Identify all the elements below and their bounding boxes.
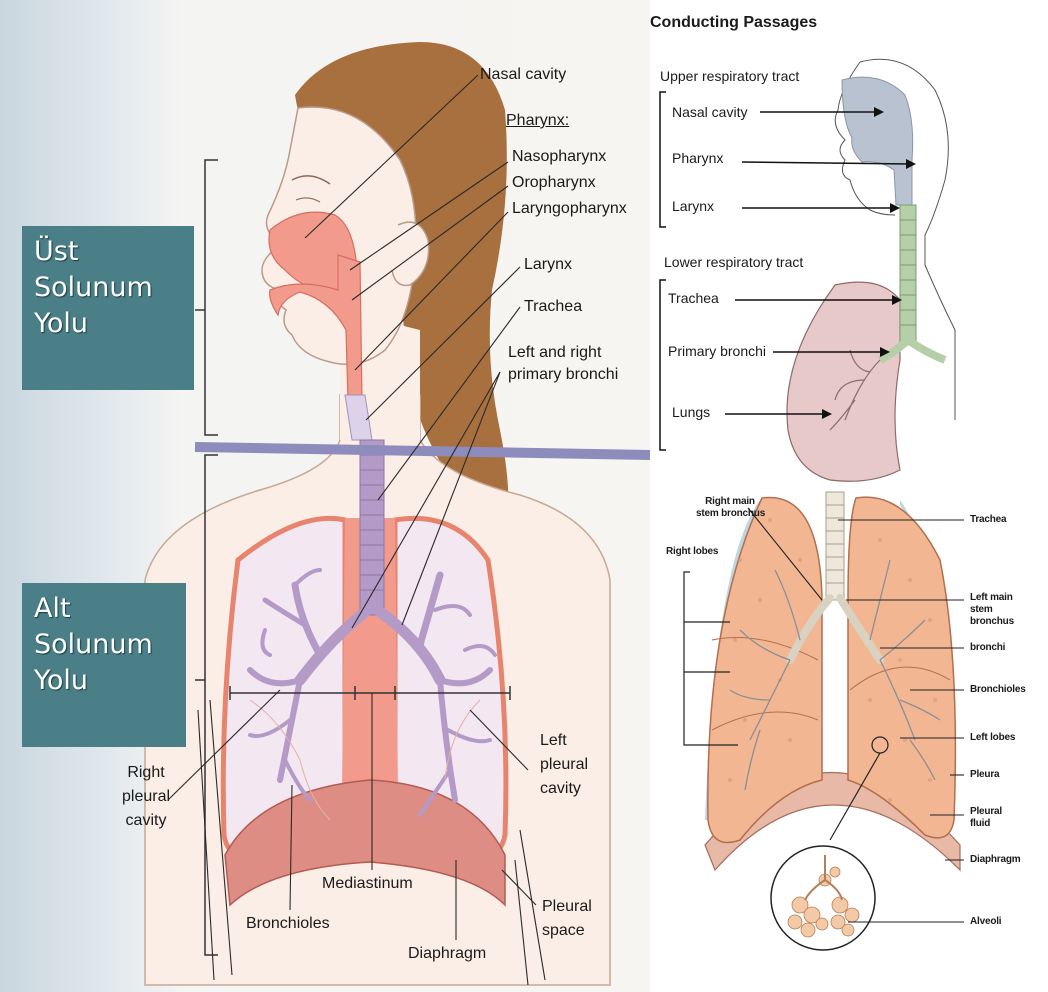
label-alveoli: Alveoli: [970, 916, 1001, 928]
label-bronchi: bronchi: [970, 642, 1005, 654]
label-detail-trachea: Trachea: [970, 514, 1006, 526]
label-left-lobes: Left lobes: [970, 732, 1015, 744]
label-detail-bronchioles: Bronchioles: [970, 684, 1026, 696]
label-pleura: Pleura: [970, 769, 999, 781]
label-left-main-stem-3: bronchus: [970, 616, 1014, 628]
label-pleural-fluid-1: Pleural: [970, 806, 1002, 818]
label-left-main-stem-2: stem: [970, 604, 993, 616]
label-right-main-stem-2: stem bronchus: [696, 508, 764, 520]
label-right-main-stem-1: Right main: [700, 496, 760, 508]
label-left-main-stem-1: Left main: [970, 592, 1013, 604]
label-detail-diaphragm: Diaphragm: [970, 854, 1020, 866]
alveoli-inset: [771, 846, 875, 950]
label-right-lobes: Right lobes: [666, 546, 718, 558]
label-pleural-fluid-2: fluid: [970, 818, 990, 830]
